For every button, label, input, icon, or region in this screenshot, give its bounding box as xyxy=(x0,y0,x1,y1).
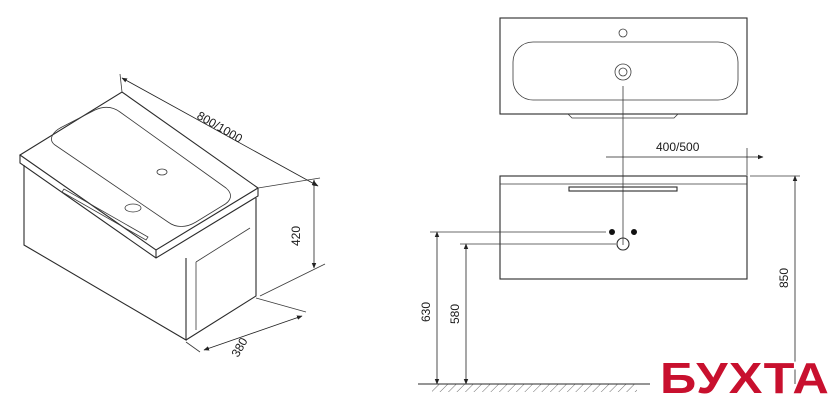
iso-top-face xyxy=(18,91,260,251)
iso-drain xyxy=(124,203,142,213)
front-view-drain xyxy=(616,237,630,251)
inlet-right xyxy=(631,229,637,235)
dim-drain-label: 580 xyxy=(448,304,462,324)
front-view-handle xyxy=(568,186,678,192)
iso-cabinet-side xyxy=(185,198,257,341)
top-view-basin xyxy=(512,41,739,101)
top-view-tap-hole xyxy=(618,28,628,38)
iso-tap-hole xyxy=(156,168,168,176)
isometric-view: 800/1000 420 380 xyxy=(18,73,326,360)
dim-inlet-label: 630 xyxy=(419,302,433,322)
front-view: 400/500 630 580 850 xyxy=(418,86,800,392)
buhta-logo: БУХТА xyxy=(659,353,831,405)
dim-width-label: 800/1000 xyxy=(195,108,246,145)
top-view-drain-inner xyxy=(618,67,628,77)
floor-hatch xyxy=(432,384,637,392)
front-view-cabinet xyxy=(499,175,748,280)
dim-depth-label: 380 xyxy=(228,335,250,360)
iso-top-edge xyxy=(19,155,259,259)
dim-total-height-label: 850 xyxy=(777,268,791,288)
iso-handle xyxy=(61,188,149,241)
dim-center-label: 400/500 xyxy=(656,140,700,154)
iso-cabinet-front xyxy=(23,165,187,341)
dim-height-label: 420 xyxy=(289,226,303,246)
iso-basin xyxy=(51,106,231,227)
inlet-left xyxy=(609,229,615,235)
top-view-outline xyxy=(499,17,748,115)
logo-text: БУХТА xyxy=(660,354,830,403)
top-view xyxy=(499,17,748,119)
top-view-drain-outer xyxy=(614,63,632,81)
